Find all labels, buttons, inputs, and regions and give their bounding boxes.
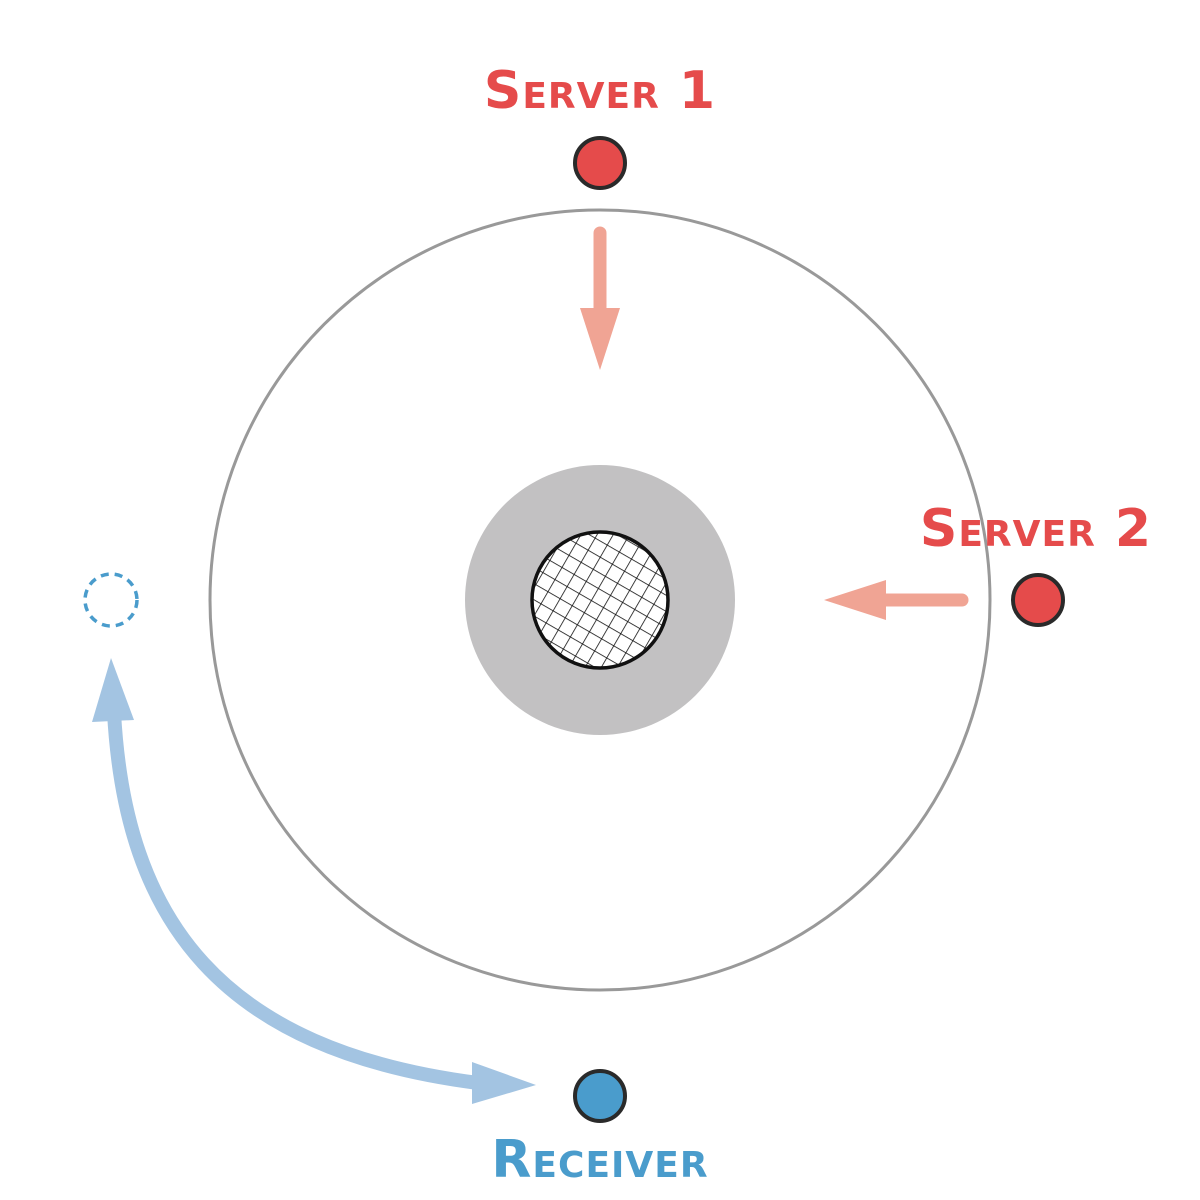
receiver-arrow-head-top	[92, 658, 134, 722]
receiver-arrow-head-right	[472, 1062, 536, 1104]
server-2-label: Server 2	[920, 499, 1152, 559]
server-1-node	[573, 136, 627, 190]
server-2-arrow-head	[824, 580, 886, 620]
core-hatch-pattern	[530, 530, 670, 670]
server-1-arrow-head	[580, 308, 620, 370]
server-2-node	[1011, 573, 1065, 627]
receiver-ghost-node	[83, 572, 139, 628]
receiver-node	[573, 1069, 627, 1123]
orbit-circle	[208, 208, 992, 992]
receiver-label: Receiver	[491, 1130, 708, 1190]
server-1-label: Server 1	[484, 61, 716, 121]
receiver-arrow-curve	[107, 711, 479, 1090]
